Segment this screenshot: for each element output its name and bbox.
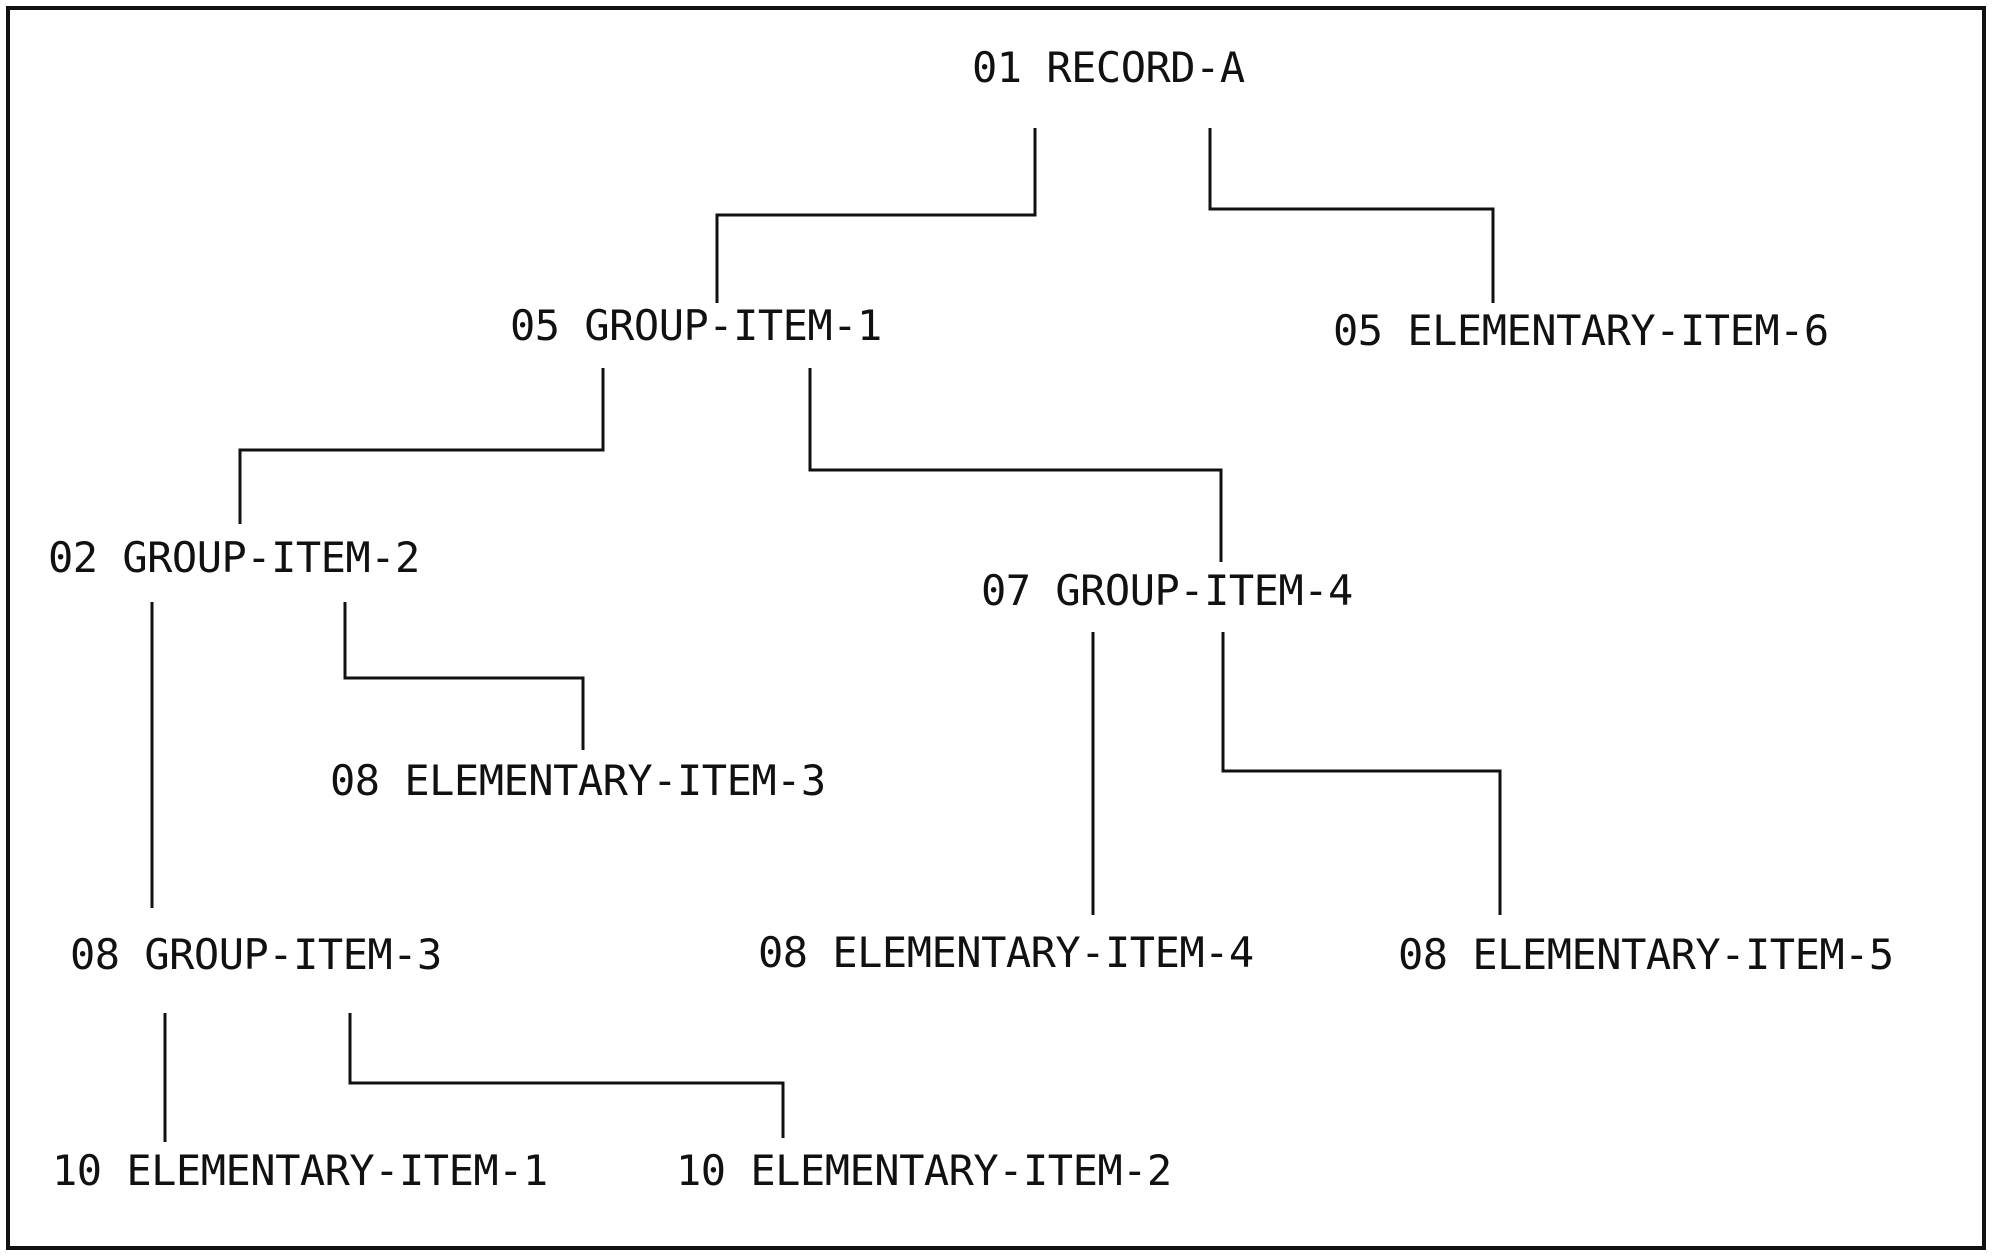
node-group-item-1-label: 05 GROUP-ITEM-1: [510, 301, 882, 350]
node-elementary-item-6-label: 05 ELEMENTARY-ITEM-6: [1333, 306, 1829, 355]
node-group-item-2-label: 02 GROUP-ITEM-2: [48, 533, 420, 582]
node-group-item-4-label: 07 GROUP-ITEM-4: [981, 566, 1353, 615]
connector-group-item-2-to-elementary-item-3: [343, 602, 585, 750]
connector-group-item-1-to-group-item-4: [808, 368, 1223, 562]
connector-record-a-to-elementary-item-6: [1208, 128, 1495, 303]
node-group-item-3-label: 08 GROUP-ITEM-3: [70, 930, 442, 979]
diagram-border: [6, 6, 1986, 1250]
node-record-a-label: 01 RECORD-A: [972, 43, 1245, 92]
connector-group-item-1-to-group-item-2: [238, 368, 605, 524]
node-elementary-item-2-label: 10 ELEMENTARY-ITEM-2: [676, 1146, 1172, 1195]
node-elementary-item-5-label: 08 ELEMENTARY-ITEM-5: [1398, 930, 1894, 979]
connector-group-item-4-to-elementary-item-5: [1221, 632, 1502, 915]
node-elementary-item-3-label: 08 ELEMENTARY-ITEM-3: [330, 756, 826, 805]
connector-group-item-3-to-elementary-item-2: [348, 1013, 785, 1138]
connector-record-a-to-group-item-1: [715, 128, 1037, 303]
node-elementary-item-4-label: 08 ELEMENTARY-ITEM-4: [758, 928, 1254, 977]
node-elementary-item-1-label: 10 ELEMENTARY-ITEM-1: [52, 1146, 548, 1195]
